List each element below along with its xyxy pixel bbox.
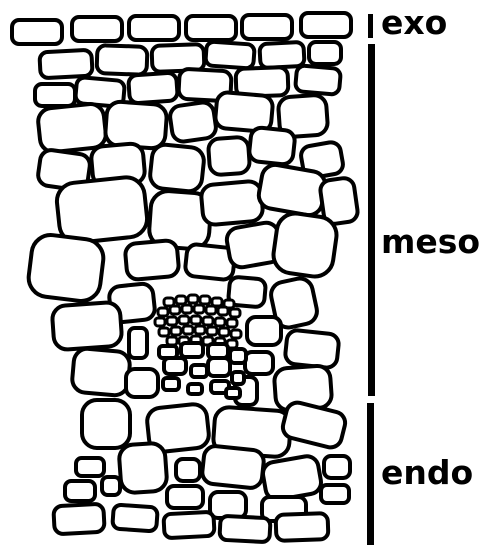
vascular-bundle-cell xyxy=(170,306,180,314)
vascular-bundle-cell xyxy=(206,306,216,314)
endocarp-cell xyxy=(176,459,200,481)
vascular-bundle-cell xyxy=(219,328,229,336)
mesocarp-cell xyxy=(205,41,255,68)
ground-tissue-cell xyxy=(188,384,202,394)
ground-tissue-cell xyxy=(232,372,244,384)
exocarp-cell xyxy=(242,15,292,39)
ground-tissue-cell xyxy=(191,365,207,377)
vascular-bundle-cell xyxy=(203,317,213,325)
mesocarp-cell xyxy=(128,72,178,103)
vascular-bundle-cell xyxy=(182,305,192,313)
endocarp-cell xyxy=(261,454,323,501)
endocarp-cell xyxy=(65,481,95,501)
exo-label: exo xyxy=(381,6,447,39)
vascular-bundle-cell xyxy=(218,307,228,315)
meso-bracket xyxy=(368,44,375,396)
mesocarp-cell xyxy=(169,101,218,143)
vascular-bundle-cell xyxy=(227,319,237,327)
mesocarp-cell xyxy=(125,240,180,280)
vascular-bundle-cell xyxy=(171,327,181,335)
ground-tissue-cell xyxy=(164,358,186,374)
endocarp-cell xyxy=(163,512,214,539)
endocarp-cell xyxy=(102,477,120,495)
vascular-bundle-cell xyxy=(159,328,169,336)
mesocarp-cell xyxy=(208,137,250,176)
vascular-bundle-cell xyxy=(179,316,189,324)
mesocarp-cell xyxy=(26,233,105,303)
exocarp-cell xyxy=(72,17,122,41)
ground-tissue-cell xyxy=(230,349,246,363)
exo-bracket xyxy=(368,14,373,38)
vascular-bundle-cell xyxy=(167,337,177,345)
mesocarp-cell xyxy=(149,143,205,192)
vascular-bundle-cell xyxy=(176,296,186,304)
endocarp-cell xyxy=(167,486,203,508)
vascular-bundle-cell xyxy=(167,317,177,325)
endocarp-cell xyxy=(219,516,270,543)
mesocarp-cell xyxy=(55,176,149,245)
endocarp-cell xyxy=(276,513,329,541)
endocarp-cell xyxy=(324,456,350,478)
vascular-bundle-cell xyxy=(215,318,225,326)
mesocarp-cell xyxy=(284,329,339,368)
endo-label: endo xyxy=(381,456,473,489)
endocarp-cell xyxy=(112,504,158,531)
vascular-bundle-cell xyxy=(231,330,241,338)
mesocarp-cell xyxy=(248,127,295,165)
ground-tissue-cell xyxy=(226,388,240,398)
ground-tissue-cell xyxy=(208,344,228,358)
mesocarp-cell xyxy=(52,302,123,351)
mesocarp-cell xyxy=(71,348,131,397)
mesocarp-cell xyxy=(37,103,107,154)
mesocarp-cell xyxy=(105,101,168,149)
exocarp-cell xyxy=(12,20,62,44)
endocarp-cell xyxy=(53,504,104,535)
vascular-bundle-cell xyxy=(188,295,198,303)
mesocarp-cell xyxy=(97,45,148,75)
vascular-bundle-cell xyxy=(155,318,165,326)
mesocarp-cell xyxy=(247,317,281,345)
endocarp-cell xyxy=(118,442,167,493)
vascular-bundle-cell xyxy=(183,326,193,334)
vascular-bundle-cell xyxy=(230,309,240,317)
exocarp-cell xyxy=(129,16,179,40)
vascular-bundle-cell xyxy=(207,327,217,335)
mesocarp-cell xyxy=(245,352,273,374)
mesocarp-cell xyxy=(259,42,304,68)
ground-tissue-cell xyxy=(208,358,230,376)
vascular-bundle-cell xyxy=(158,308,168,316)
vascular-bundle-cell xyxy=(200,296,210,304)
ground-tissue-cell xyxy=(181,343,203,357)
exocarp-cell xyxy=(301,13,351,37)
exocarp-cell xyxy=(186,16,236,40)
mesocarp-cell xyxy=(126,369,158,397)
endo-bracket xyxy=(367,403,374,545)
vascular-bundle-cell xyxy=(195,326,205,334)
ground-tissue-cell xyxy=(163,378,179,390)
mesocarp-cell xyxy=(257,163,328,217)
endocarp-cell xyxy=(76,458,104,476)
vascular-bundle-cell xyxy=(191,316,201,324)
mesocarp-cell xyxy=(200,180,263,225)
mesocarp-cell xyxy=(295,65,341,95)
endocarp-cell xyxy=(201,445,265,489)
mesocarp-cell xyxy=(35,84,75,106)
mesocarp-cell xyxy=(39,50,92,79)
mesocarp-cell xyxy=(309,42,341,64)
meso-label: meso xyxy=(381,225,480,258)
mesocarp-cell xyxy=(271,211,339,279)
vascular-bundle-cell xyxy=(194,305,204,313)
endocarp-cell xyxy=(82,400,130,448)
mesocarp-cell xyxy=(129,328,147,358)
endocarp-cell xyxy=(321,485,349,503)
